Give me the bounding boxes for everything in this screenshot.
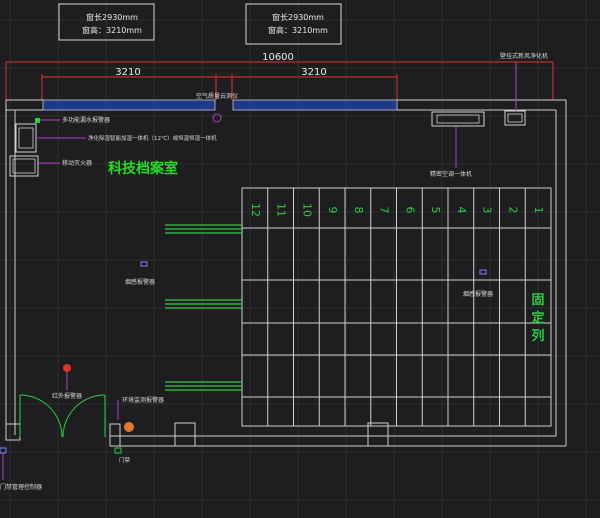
room-walls: [5, 99, 567, 447]
door-label: 门禁: [119, 456, 131, 464]
door-sensor-device: [114, 447, 122, 454]
smoke-left-label: 烟感报警器: [125, 278, 155, 286]
shelf-number-label: 8: [352, 207, 365, 214]
ir-alarm-device: [63, 364, 71, 372]
window-height-label: 窗高：3210mm: [82, 25, 142, 35]
wall-purifier-device: [504, 110, 526, 126]
ac-unit-label: 精密空调一体机: [430, 170, 472, 178]
env-monitor-device: [124, 422, 134, 432]
smoke-detector-left: [140, 261, 148, 267]
shelf-number-label: 2: [506, 207, 519, 214]
fixed-column-char-3: 列: [531, 328, 544, 344]
water-alarm-device: [35, 118, 40, 123]
mobile-fire-label: 移动灭火器: [62, 159, 92, 167]
smoke-detector-right: [479, 269, 487, 275]
dehumidifier-device: [15, 123, 37, 153]
shelf-end-bars: [165, 224, 242, 391]
air-quality-label: 空气质量云测仪: [196, 92, 238, 100]
dimension-right: 3210: [301, 67, 326, 78]
shelf-number-label: 5: [429, 207, 442, 214]
water-alarm-label: 多功能漏水报警器: [62, 116, 110, 124]
wall-purifier-label: 壁挂式新风净化机: [500, 52, 548, 60]
mobile-fire-device: [9, 155, 39, 177]
window-length-label: 窗长2930mm: [272, 12, 324, 22]
ac-unit-device: [431, 111, 485, 127]
double-door: [19, 394, 106, 438]
shelf-number-label: 4: [455, 207, 468, 214]
dimension-lines: [5, 61, 554, 100]
shelf-number-label: 7: [378, 207, 391, 214]
env-monitor-label: 环境监测报警器: [122, 396, 164, 404]
window-height-label: 窗高：3210mm: [268, 25, 328, 35]
shelving-grid: [241, 187, 552, 427]
smoke-right-label: 烟感报警器: [463, 290, 493, 298]
shelf-number-label: 12: [249, 203, 262, 217]
ir-alarm-label: 红外报警器: [52, 392, 82, 400]
dimension-left: 3210: [115, 67, 140, 78]
shelf-number-label: 6: [403, 207, 416, 214]
shelf-number-label: 1: [532, 207, 545, 214]
shelf-number-label: 9: [326, 207, 339, 214]
fixed-column-char-2: 定: [530, 310, 544, 326]
window-left: [42, 99, 216, 111]
shelf-number-labels: 12 11 10 9 8 7 6 5 4 3 2 1: [249, 203, 545, 217]
shelf-number-label: 11: [275, 203, 288, 217]
access-control-label: 门禁管理控制器: [0, 483, 42, 491]
room-title: 科技档案室: [108, 160, 178, 177]
shelf-number-label: 3: [481, 207, 494, 214]
fixed-column-char-1: 固: [531, 293, 544, 308]
window-spec-box-right: 窗长2930mm 窗高：3210mm: [245, 3, 342, 45]
window-right: [232, 99, 398, 111]
shelf-number-label: 10: [300, 203, 313, 217]
window-length-label: 窗长2930mm: [86, 12, 138, 22]
dimension-total: 10600: [262, 52, 294, 63]
window-spec-box-left: 窗长2930mm 窗高：3210mm: [58, 3, 155, 41]
dehumidifier-label: 净化除湿智能加湿一体机（12℃）或恒温恒湿一体机: [88, 134, 217, 142]
air-quality-device: [212, 113, 222, 123]
